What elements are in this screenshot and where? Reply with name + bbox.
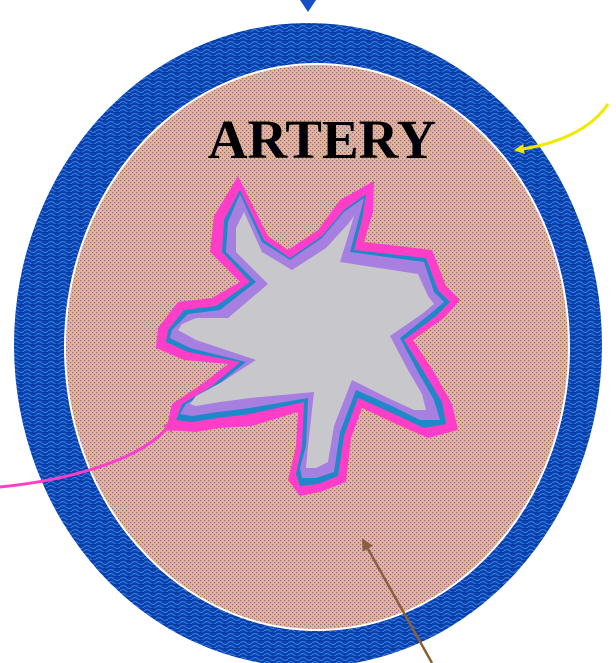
blue-arrow-top xyxy=(300,0,316,12)
diagram-title: ARTERY xyxy=(208,109,436,170)
